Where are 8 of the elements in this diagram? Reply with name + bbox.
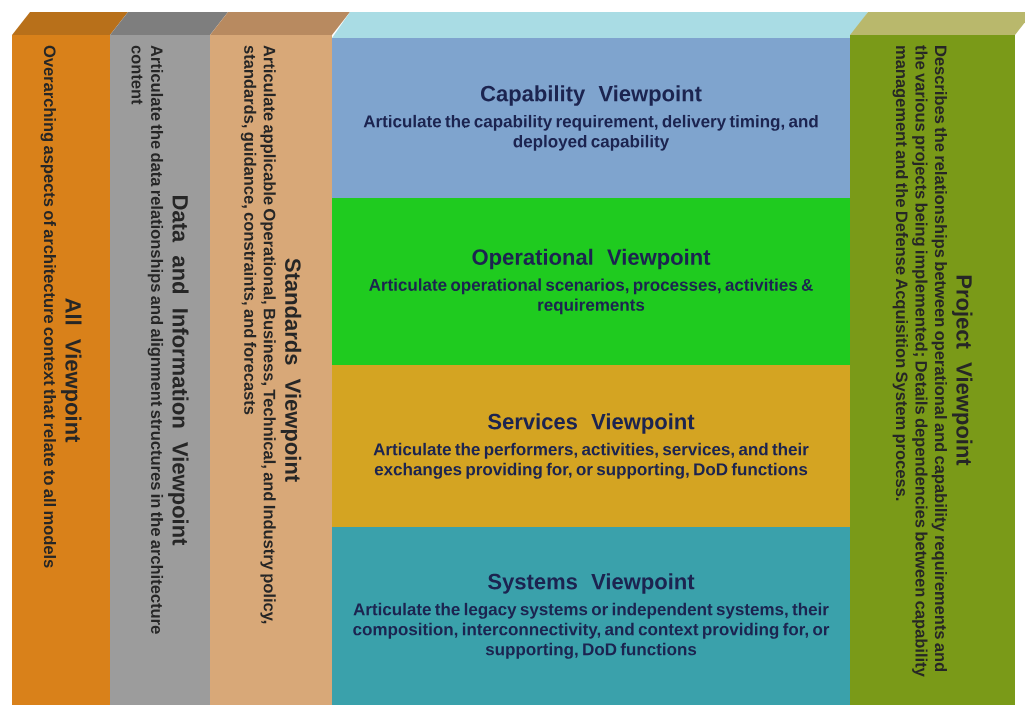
viewpoint-panel: Capability Viewpoint Articulate the capability requirement, delivery timing, and deployed capability: [332, 12, 868, 198]
viewpoint-panel: Standards Viewpoint Articulate applicable Operational, Business, Technical, and Industry policy, standards, guidance, constraints, and forecasts: [210, 12, 350, 705]
viewpoint-panel: Project Viewpoint Describes the relationships between operational and capability requirements and the various projects being implemented; Details dependencies between capability management and the Defense Acquisition System process.: [850, 12, 1025, 705]
viewpoint-panel: Data and Information Viewpoint Articulate the data relationships and alignment structures in the architecture content: [110, 12, 228, 705]
viewpoint-panel: Operational Viewpoint Articulate operational scenarios, processes, activities & requirements: [332, 198, 850, 365]
viewpoint-panel: Services Viewpoint Articulate the performers, activities, services, and their exchanges providing for, or supporting, DoD functions: [332, 365, 850, 527]
viewpoint-panel: All Viewpoint Overarching aspects of architecture context that relate to all models: [12, 12, 128, 705]
viewpoint-panel: Systems Viewpoint Articulate the legacy systems or independent systems, their composition, interconnectivity, and context providing for, or supporting, DoD functions: [332, 527, 850, 705]
